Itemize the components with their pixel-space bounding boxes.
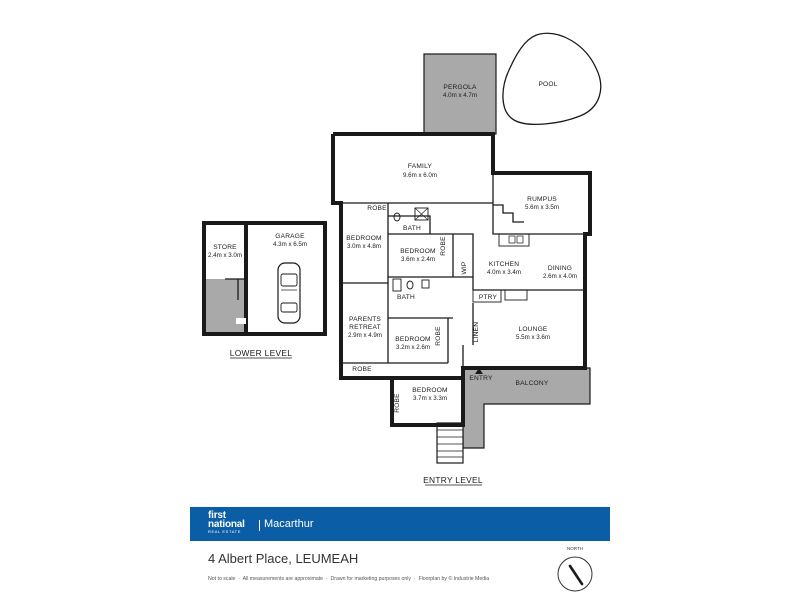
room-label-parents: PARENTS xyxy=(349,316,381,323)
room-label-wip: WIP xyxy=(461,261,468,274)
house-interior-walls xyxy=(341,173,585,368)
room-label-robe-5: ROBE xyxy=(394,393,401,413)
room-label-kitchen: KITCHEN xyxy=(489,261,519,268)
room-label-retreat: RETREAT xyxy=(349,324,381,331)
room-label-pergola: PERGOLA xyxy=(443,84,477,91)
brand-logo-line-2: national xyxy=(208,519,245,530)
north-arrow-icon xyxy=(557,556,593,592)
brand-logo-line-1: first xyxy=(208,510,226,521)
store-shaded-area xyxy=(205,279,245,334)
room-size-rumpus: 5.6m x 3.5m xyxy=(525,204,559,211)
brand-office-name: Macarthur xyxy=(264,518,314,530)
brand-separator xyxy=(259,520,260,531)
lower-level-walls xyxy=(202,221,327,336)
room-label-store: STORE xyxy=(213,244,237,251)
disclaimer-text: Not to scale · All measurements are appr… xyxy=(208,576,490,582)
room-label-rumpus: RUMPUS xyxy=(527,196,557,203)
room-label-entry: ENTRY xyxy=(469,375,493,382)
room-size-lounge: 5.5m x 3.6m xyxy=(516,334,550,341)
room-label-balcony: BALCONY xyxy=(516,380,549,387)
brand-logo-tagline: REAL ESTATE xyxy=(208,529,241,534)
room-size-pergola: 4.0m x 4.7m xyxy=(443,92,477,99)
room-label-pantry: PTRY xyxy=(479,294,498,301)
room-size-kitchen: 4.0m x 3.4m xyxy=(487,269,521,276)
brand-logo: first national REAL ESTATE xyxy=(208,511,245,535)
store-steps xyxy=(225,278,245,300)
entry-arrow-icon xyxy=(475,368,483,374)
entry-level-caption: ENTRY LEVEL xyxy=(423,475,483,485)
room-size-family: 9.6m x 6.0m xyxy=(403,172,437,179)
room-label-pool: POOL xyxy=(538,81,557,88)
room-label-bedroom-3: BEDROOM xyxy=(395,336,430,343)
room-label-dining: DINING xyxy=(548,265,572,272)
compass-label: NORTH xyxy=(567,546,583,551)
room-size-store: 2.4m x 3.0m xyxy=(208,252,242,259)
room-size-bedroom-1: 3.0m x 4.8m xyxy=(347,243,381,250)
room-label-robe-2: ROBE xyxy=(440,236,447,256)
room-label-family: FAMILY xyxy=(408,163,433,170)
room-label-bedroom-2: BEDROOM xyxy=(400,248,435,255)
room-label-lounge: LOUNGE xyxy=(518,326,547,333)
room-label-garage: GARAGE xyxy=(275,233,305,240)
room-label-bath-2: BATH xyxy=(397,294,415,301)
room-size-bedroom-4: 3.7m x 3.3m xyxy=(413,395,447,402)
room-size-bedroom-2: 3.6m x 2.4m xyxy=(401,256,435,263)
room-label-robe-3: ROBE xyxy=(435,326,442,346)
room-size-retreat: 2.9m x 4.9m xyxy=(348,332,382,339)
entry-stairs xyxy=(436,422,464,464)
rumpus-steps xyxy=(493,204,524,223)
room-size-dining: 2.6m x 4.0m xyxy=(543,273,577,280)
room-label-robe-1: ROBE xyxy=(367,205,387,212)
lower-level-caption: LOWER LEVEL xyxy=(230,348,292,358)
room-label-bath-1: BATH xyxy=(403,225,421,232)
room-size-bedroom-3: 3.2m x 2.6m xyxy=(396,344,430,351)
room-label-bedroom-1: BEDROOM xyxy=(346,235,381,242)
room-label-bedroom-4: BEDROOM xyxy=(412,387,447,394)
brand-banner: first national REAL ESTATE Macarthur xyxy=(190,507,610,541)
store-door-gap xyxy=(236,318,246,324)
car-icon xyxy=(277,262,301,324)
bath-fixtures xyxy=(392,207,430,292)
kitchen-counters xyxy=(472,233,530,303)
room-label-linen: LINEN xyxy=(473,322,480,342)
compass: NORTH xyxy=(553,546,597,596)
room-label-robe-4: ROBE xyxy=(352,366,372,373)
pool-outline xyxy=(502,32,602,125)
room-size-garage: 4.3m x 6.5m xyxy=(273,241,307,248)
property-address: 4 Albert Place, LEUMEAH xyxy=(208,551,359,566)
